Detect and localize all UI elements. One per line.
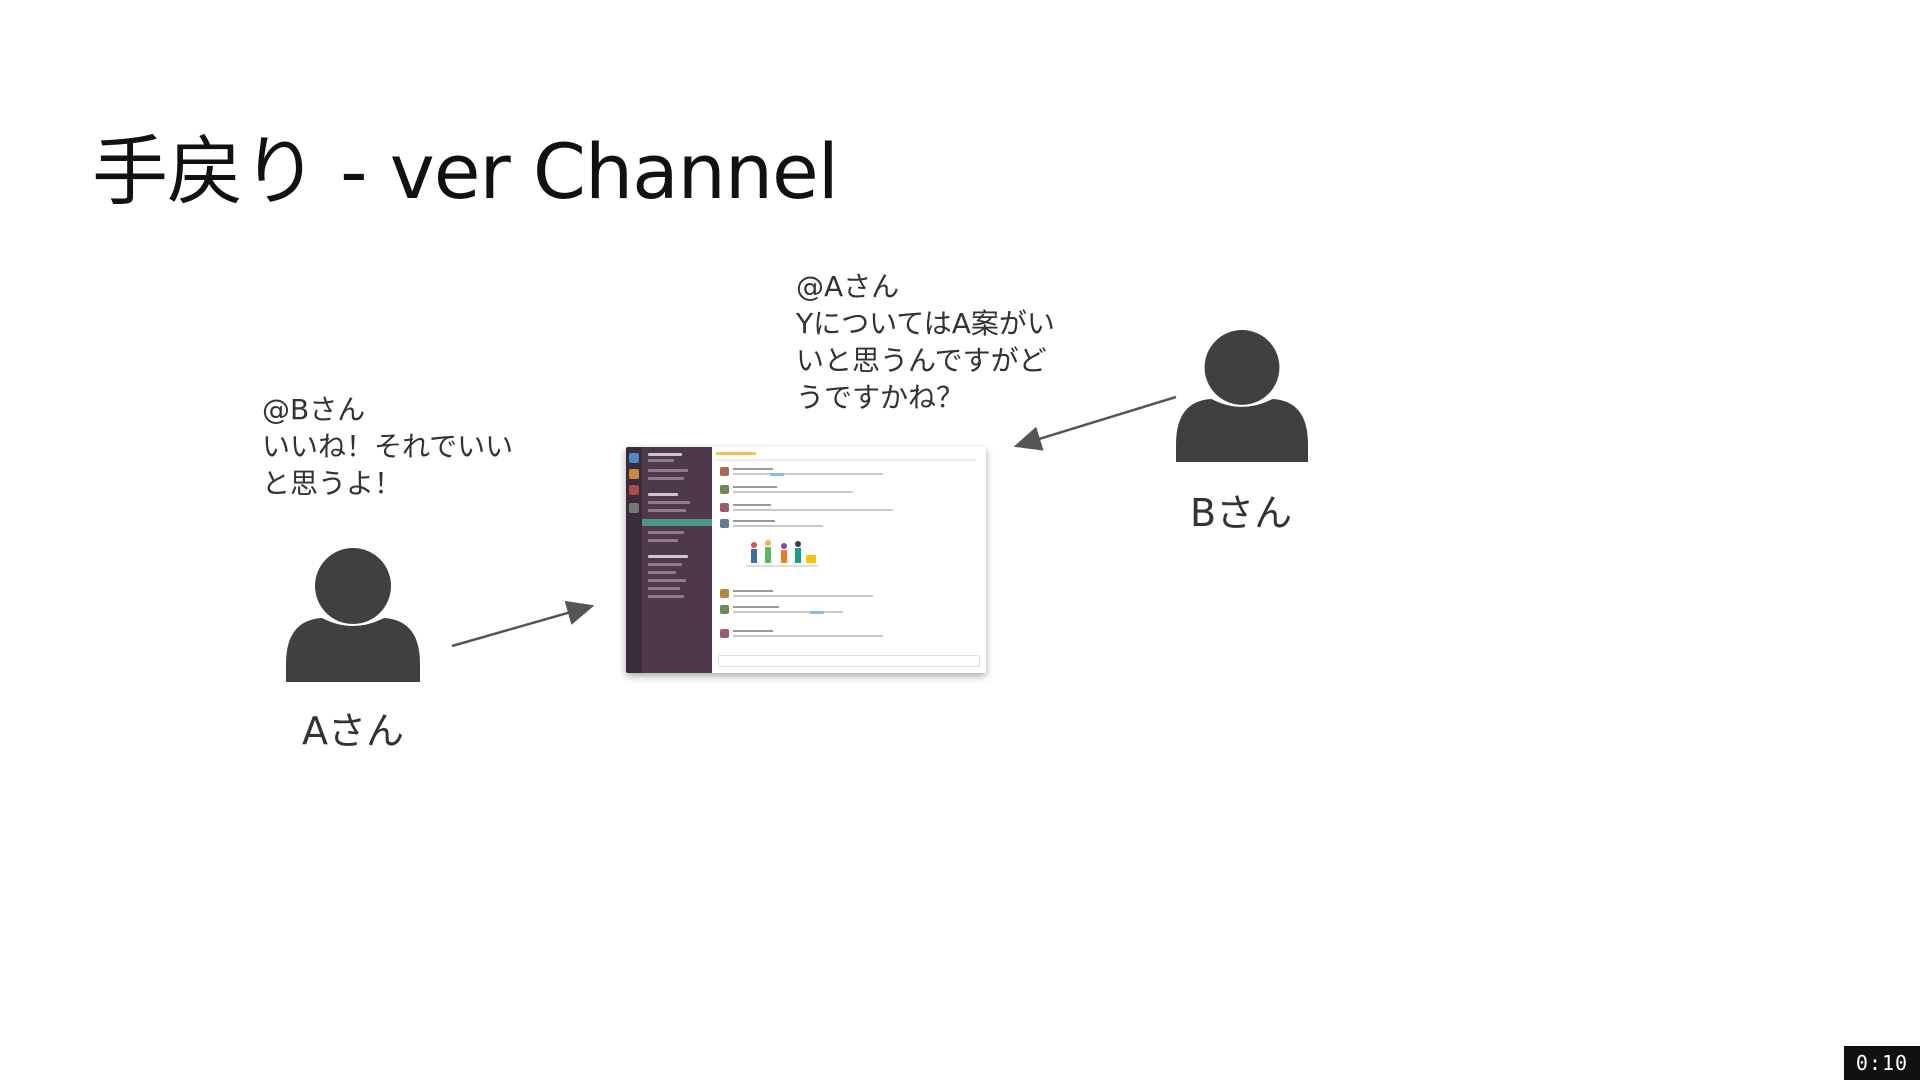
message-row <box>720 519 980 533</box>
video-timestamp: 0:10 <box>1844 1046 1920 1080</box>
person-b-user-icon <box>1176 330 1308 462</box>
message-row <box>720 589 980 603</box>
person-b-message: @Aさん YについてはA案がい いと思うんですがど うですかね？ <box>796 270 1055 414</box>
active-channel <box>642 519 712 526</box>
person-a-user-icon <box>286 548 420 682</box>
illustration-image <box>746 540 818 567</box>
message-row <box>720 485 980 499</box>
message-row <box>720 629 980 643</box>
slide-title: 手戻り - ver Channel <box>92 127 839 216</box>
person-a-label: Aさん <box>302 709 404 753</box>
message-row <box>720 503 980 517</box>
message-row <box>720 605 980 619</box>
workspace-icon <box>629 503 639 513</box>
workspace-icon <box>629 453 639 463</box>
workspace-icon <box>629 469 639 479</box>
message-pane <box>712 447 986 673</box>
person-b-label: Bさん <box>1190 491 1293 535</box>
arrow-b-to-channel <box>1013 395 1177 451</box>
message-input <box>718 655 980 667</box>
message-row <box>720 467 980 481</box>
slack-window-thumbnail <box>626 447 986 673</box>
channel-sidebar <box>642 447 712 673</box>
arrow-a-to-channel <box>451 600 595 648</box>
person-a-message: @Bさん いいね！それでいい と思うよ！ <box>262 393 514 500</box>
workspace-rail <box>626 447 642 673</box>
workspace-icon <box>629 485 639 495</box>
